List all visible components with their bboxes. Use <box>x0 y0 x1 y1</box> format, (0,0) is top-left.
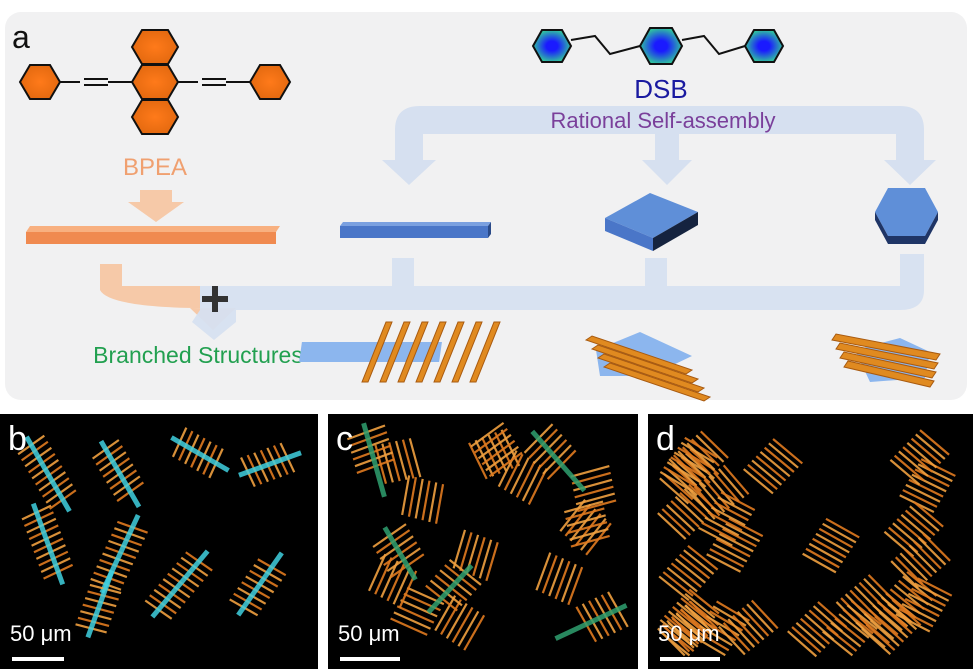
branched-microstructure <box>346 422 395 498</box>
micrograph-d: d 50 μm <box>648 414 973 669</box>
panel-c-label: c <box>336 420 353 458</box>
branched-microstructure <box>554 591 629 643</box>
bpea-rod <box>590 344 700 384</box>
branched-microstructure <box>92 439 144 509</box>
scale-label-d: 50 μm <box>658 621 720 646</box>
branched-microstructure <box>564 500 610 548</box>
bpea-rod <box>451 321 483 383</box>
branched-microstructure <box>229 551 287 617</box>
bpea-rod <box>831 333 941 361</box>
panel-a-label: a <box>12 19 30 55</box>
branched-microstructure <box>889 429 950 486</box>
branched-hexagon-product <box>831 333 941 388</box>
branched-microstructure <box>170 427 230 479</box>
bpea-rod <box>469 321 501 383</box>
branched-microstructure <box>535 552 584 606</box>
assembly-label: Rational Self-assembly <box>551 108 776 133</box>
bpea-molecule <box>18 29 292 135</box>
branched-microstructure <box>855 591 916 649</box>
branched-microstructure <box>425 559 482 615</box>
branched-microstructure <box>434 595 486 651</box>
collection-arrows <box>100 254 924 340</box>
branched-wire-product <box>299 321 501 383</box>
dsb-hexagon-plate <box>875 188 938 244</box>
branched-microstructure <box>890 533 951 589</box>
micrograph-b: b 50 μm <box>0 414 318 669</box>
micrograph-d-image <box>657 429 956 658</box>
scale-label-b: 50 μm <box>10 621 72 646</box>
branched-microstructure <box>802 517 860 574</box>
branched-microstructure <box>523 423 587 493</box>
branched-microstructure <box>659 448 720 505</box>
branched-microstructure <box>390 586 445 636</box>
branched-microstructure <box>698 491 756 547</box>
scale-label-c: 50 μm <box>338 621 400 646</box>
bpea-rod <box>415 321 447 383</box>
self-assembly-arrows <box>382 106 936 185</box>
scale-bar-d <box>660 657 720 661</box>
bpea-bar <box>26 226 280 244</box>
scale-bar-b <box>12 657 64 661</box>
branched-microstructure <box>742 438 804 495</box>
bpea-rod <box>602 362 712 402</box>
dsb-wire <box>340 222 491 238</box>
scale-bar-c <box>340 657 400 661</box>
branched-square-product <box>584 332 712 402</box>
branched-microstructure <box>144 549 213 620</box>
branched-microstructure <box>657 600 718 657</box>
plus-icon <box>202 286 228 312</box>
schematic-svg: a BPEA DSB Rational Self-assembly <box>12 19 941 402</box>
bpea-rod <box>584 335 694 375</box>
branched-microstructure <box>17 434 77 513</box>
bpea-label: BPEA <box>123 154 187 181</box>
branched-microstructure <box>861 598 922 656</box>
panel-b-label: b <box>8 420 27 458</box>
branched-microstructure <box>452 529 499 582</box>
branched-microstructure <box>895 577 953 633</box>
bpea-rod <box>379 321 411 383</box>
branched-microstructure <box>570 465 617 513</box>
branched-microstructure <box>238 442 302 488</box>
branched-microstructure <box>718 599 779 656</box>
bpea-rod <box>433 321 465 383</box>
micrograph-b-image <box>17 427 302 639</box>
dsb-molecule <box>531 27 785 65</box>
micrograph-c-image <box>346 422 629 651</box>
dsb-square-plate <box>605 193 698 251</box>
branched-microstructure <box>374 438 422 485</box>
branched-microstructure <box>75 569 122 639</box>
branched-structures-label: Branched Structures <box>93 342 303 368</box>
bpea-rod <box>596 353 706 393</box>
micrograph-c: c 50 μm <box>328 414 638 669</box>
branched-microstructure <box>401 475 445 524</box>
bpea-rod <box>397 321 429 383</box>
branched-microstructure <box>497 450 548 505</box>
bpea-rod <box>835 342 939 370</box>
panel-d-label: d <box>656 420 675 458</box>
branched-microstructure <box>706 517 764 573</box>
branched-microstructure <box>372 523 425 581</box>
bpea-down-arrow <box>128 190 184 222</box>
dsb-label: DSB <box>634 74 687 104</box>
branched-microstructure <box>659 436 719 493</box>
branched-microstructure <box>21 502 74 586</box>
bpea-rod <box>843 360 935 388</box>
bpea-rod <box>361 321 393 383</box>
bpea-rod <box>839 351 937 379</box>
branched-microstructure <box>899 458 956 514</box>
branched-microstructure <box>821 600 882 657</box>
branched-microstructure <box>470 422 523 478</box>
branched-microstructure <box>658 544 719 602</box>
